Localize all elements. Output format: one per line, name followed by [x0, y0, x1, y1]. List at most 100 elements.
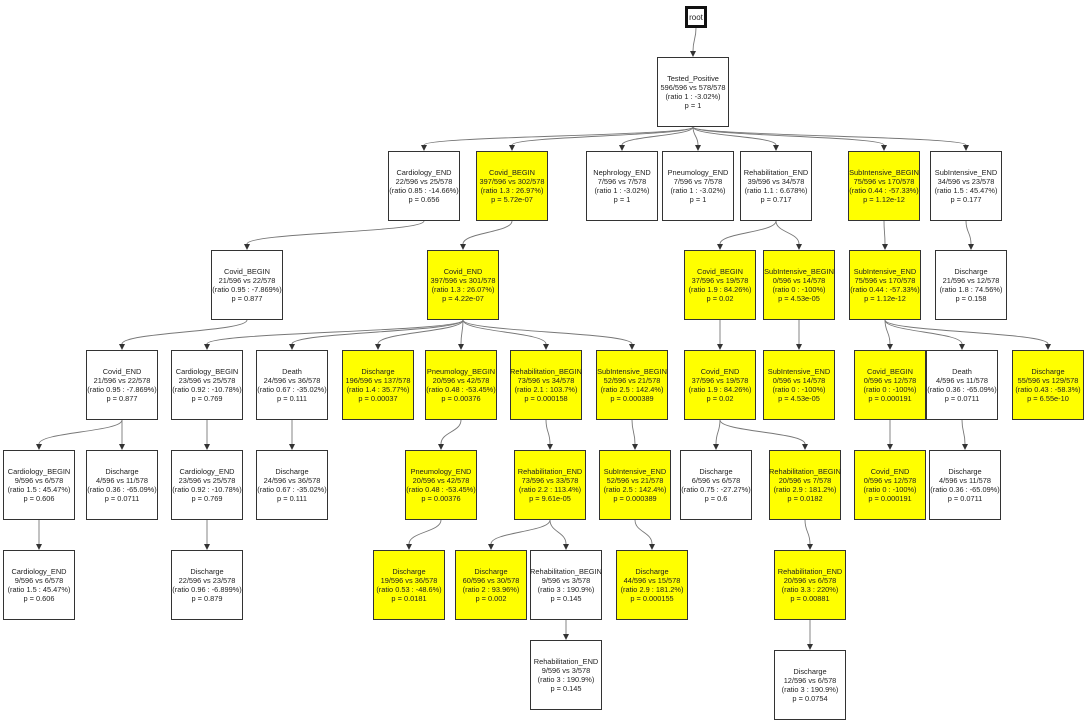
tree-edge — [462, 220, 513, 245]
node-stat-line: p = 0.00037 — [358, 394, 398, 403]
node-stat-line: p = 0.0711 — [104, 494, 140, 503]
node-title: Discharge — [275, 467, 309, 476]
edge-arrowhead — [773, 145, 779, 151]
edge-arrowhead — [289, 344, 295, 350]
edge-arrowhead — [563, 544, 569, 550]
tree-edge — [719, 220, 777, 245]
node-stat-line: 52/596 vs 21/578 — [603, 376, 661, 385]
tree-edge — [549, 519, 567, 545]
edge-arrowhead — [717, 244, 723, 250]
node-stat-line: 19/596 vs 36/578 — [380, 576, 438, 585]
edge-arrowhead — [547, 444, 553, 450]
node-stat-line: p = 0.02 — [706, 294, 734, 303]
edge-arrowhead — [887, 344, 893, 350]
tree-edge — [634, 519, 653, 545]
node-stat-line: 4/596 vs 11/578 — [95, 476, 149, 485]
node-stat-line: 9/596 vs 3/578 — [541, 576, 591, 585]
node-title: Cardiology_BEGIN — [7, 467, 71, 476]
edge-arrowhead — [881, 145, 887, 151]
node-stat-line: 23/596 vs 25/578 — [178, 476, 236, 485]
node-stat-line: p = 0.111 — [277, 494, 307, 503]
node-stat-line: 20/596 vs 7/578 — [778, 476, 832, 485]
edge-arrowhead — [1045, 344, 1051, 350]
node-stat-line: (ratio 0.75 : -27.27%) — [681, 485, 751, 494]
node-stat-line: 9/596 vs 6/578 — [14, 476, 64, 485]
edge-arrowhead — [119, 344, 125, 350]
node-stat-line: 6/596 vs 6/578 — [691, 476, 741, 485]
node-stat-line: (ratio 0.36 : -65.09%) — [927, 385, 997, 394]
node-stat-line: p = 0.6 — [704, 494, 728, 503]
node-stat-line: (ratio 0.44 : -57.33%) — [849, 186, 919, 195]
edge-arrowhead — [244, 244, 250, 250]
node-stat-line: p = 1 — [613, 195, 631, 204]
node-title: Covid_BEGIN — [866, 367, 913, 376]
node-stat-line: p = 0.0711 — [947, 494, 983, 503]
node-title: Rehabilitation_END — [743, 168, 809, 177]
root-node: root — [685, 6, 707, 28]
node-title: Rehabilitation_BEGIN — [769, 467, 841, 476]
node-stat-line: p = 0.000389 — [613, 494, 657, 503]
node-stat-line: (ratio 3 : 190.9%) — [781, 685, 839, 694]
node-stat-line: 75/596 vs 170/578 — [854, 276, 916, 285]
node-stat-line: p = 0.00376 — [441, 394, 481, 403]
node-title: Tested_Positive — [667, 74, 719, 83]
node-title: Discharge — [1031, 367, 1065, 376]
node-stat-line: p = 0.000155 — [630, 594, 674, 603]
node-stat-line: p = 0.00376 — [421, 494, 461, 503]
node-stat-line: p = 0.177 — [950, 195, 982, 204]
node-stat-line: 397/596 vs 302/578 — [479, 177, 545, 186]
tree-edge — [692, 126, 777, 146]
node-stat-line: p = 0.877 — [231, 294, 263, 303]
edge-arrowhead — [887, 444, 893, 450]
node-stat-line: 22/596 vs 25/578 — [395, 177, 453, 186]
tree-edge — [545, 419, 551, 445]
node-title: SubIntensive_END — [603, 467, 667, 476]
edge-arrowhead — [713, 444, 719, 450]
tree-edge — [804, 519, 811, 545]
node-stat-line: p = 0.002 — [475, 594, 507, 603]
node-stat-line: 196/596 vs 137/578 — [345, 376, 411, 385]
edge-arrowhead — [438, 444, 444, 450]
node-stat-line: (ratio 1.3 : 26.97%) — [480, 186, 544, 195]
tree-edge — [715, 419, 721, 445]
node-title: Covid_END — [102, 367, 142, 376]
node-title: Cardiology_END — [396, 168, 452, 177]
node-stat-line: p = 5.72e-07 — [491, 195, 533, 204]
edge-arrowhead — [458, 344, 464, 350]
node-stat-line: (ratio 1.8 : 74.56%) — [939, 285, 1003, 294]
node-stat-line: (ratio 3 : 190.9%) — [537, 675, 595, 684]
edge-arrowhead — [204, 544, 210, 550]
node-stat-line: (ratio 1 : -3.02%) — [594, 186, 650, 195]
node-stat-line: (ratio 1.9 : 84.26%) — [688, 285, 752, 294]
node-stat-line: (ratio 0.48 : -53.45%) — [406, 485, 476, 494]
edge-arrowhead — [563, 634, 569, 640]
node-stat-line: (ratio 0.36 : -65.09%) — [87, 485, 157, 494]
node-stat-line: (ratio 0.67 : -35.02%) — [257, 385, 327, 394]
node-stat-line: p = 1.12e-12 — [864, 294, 906, 303]
node-stat-line: 20/596 vs 42/578 — [432, 376, 490, 385]
tree-edge — [961, 419, 966, 445]
tree-edge — [440, 419, 462, 445]
edge-arrowhead — [796, 344, 802, 350]
tree-edge — [490, 519, 551, 545]
node-title: Covid_END — [443, 267, 483, 276]
node-stat-line: (ratio 2 : 93.96%) — [462, 585, 520, 594]
node-stat-line: (ratio 0.92 : -10.78%) — [172, 485, 242, 494]
tree-edge — [884, 319, 891, 345]
node-stat-line: 9/596 vs 3/578 — [541, 666, 591, 675]
node-stat-line: p = 1 — [684, 101, 702, 110]
node-stat-line: (ratio 0.44 : -57.33%) — [850, 285, 920, 294]
edge-arrowhead — [959, 344, 965, 350]
